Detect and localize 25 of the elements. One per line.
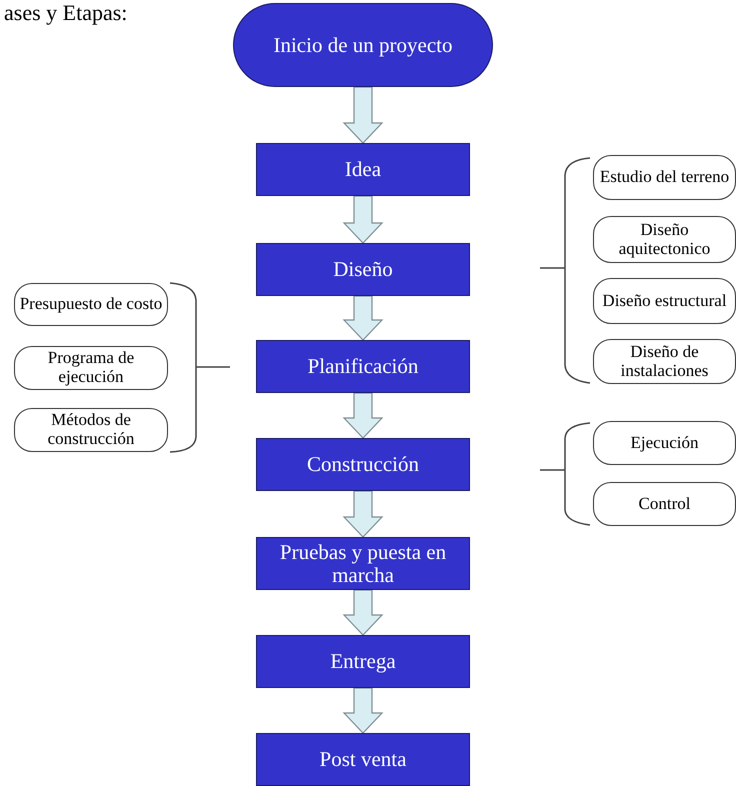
block-arrow [342, 295, 384, 341]
rounded-box: Ejecución [593, 421, 736, 465]
block-arrow [342, 195, 384, 244]
process-box: Entrega [256, 635, 470, 688]
rounded-box: Presupuesto de costo [14, 283, 168, 326]
block-arrow [342, 392, 384, 439]
rounded-box: Diseño de instalaciones [593, 339, 736, 384]
rounded-box: Diseño estructural [593, 278, 736, 324]
start-terminal: Inicio de un proyecto [233, 3, 493, 87]
process-box: Construcción [256, 438, 470, 491]
block-arrow [342, 589, 384, 636]
block-arrow [342, 86, 384, 144]
rounded-box: Métodos de construcción [14, 408, 168, 452]
process-box: Idea [256, 143, 470, 196]
block-arrow [342, 687, 384, 734]
rounded-box: Programa de ejecución [14, 346, 168, 390]
heading-text: ases y Etapas: [4, 0, 128, 26]
rounded-box: Control [593, 482, 736, 526]
process-box: Diseño [256, 243, 470, 296]
rounded-box: Estudio del terreno [593, 155, 736, 200]
process-box: Post venta [256, 733, 470, 786]
process-box: Planificación [256, 340, 470, 393]
rounded-box: Diseño aquitectonico [593, 216, 736, 263]
block-arrow [342, 490, 384, 538]
process-box: Pruebas y puesta en marcha [256, 537, 470, 590]
